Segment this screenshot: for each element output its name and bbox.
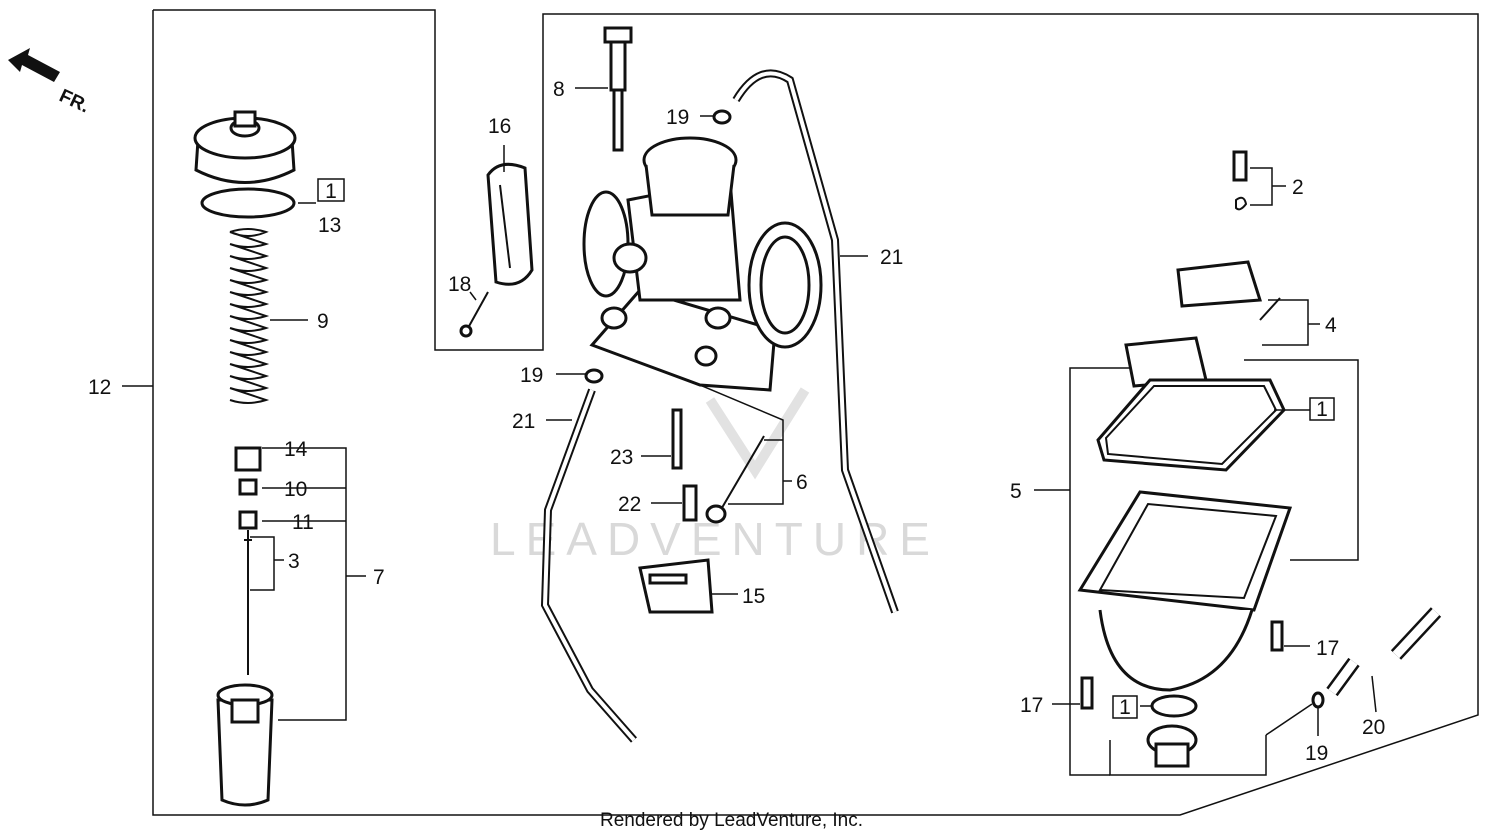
band-screw (459, 291, 489, 338)
throttle-valve-spring (229, 228, 270, 404)
callout-19-right: 19 (1305, 742, 1328, 765)
pilot-jet-22 (682, 484, 698, 522)
connecting-band (486, 162, 534, 286)
assembly-boundary-lines (152, 9, 1479, 816)
callout-line-18 (469, 291, 477, 301)
left-group-callout-lines (122, 202, 366, 721)
callout-17-right: 17 (1316, 637, 1339, 660)
callout-6: 6 (796, 471, 808, 494)
callout-11: 11 (292, 511, 314, 534)
callout-17-left: 17 (1020, 694, 1043, 717)
callout-14: 14 (284, 438, 308, 461)
callout-15: 15 (742, 585, 765, 608)
clip-19-left (584, 368, 604, 384)
needle-holder (234, 446, 262, 530)
float-chamber-5 (1077, 490, 1293, 692)
float-chamber-gasket (1096, 378, 1286, 472)
callout-16: 16 (488, 115, 511, 138)
callout-9: 9 (317, 310, 329, 333)
boxed-ref-gasket-label: 1 (1316, 398, 1328, 421)
boxed-ref-oring (1112, 695, 1138, 719)
credit-text: Rendered by LeadVenture, Inc. (600, 810, 863, 831)
top-cap (193, 110, 297, 184)
callout-23: 23 (610, 446, 633, 469)
callout-18: 18 (448, 273, 471, 296)
carburetor-body (582, 136, 823, 392)
callout-12: 12 (88, 376, 111, 399)
callout-19-top: 19 (666, 106, 689, 129)
callout-7: 7 (373, 566, 385, 589)
front-direction-arrow-icon (8, 48, 60, 82)
boxed-ref-gasket (1309, 397, 1335, 421)
callout-21-left: 21 (512, 410, 535, 433)
starter-plunger (603, 26, 633, 152)
drain-plug (1146, 724, 1198, 768)
throttle-stop-screw-6 (705, 435, 765, 524)
drain-tube-20 (1326, 607, 1442, 697)
callout-21-right: 21 (880, 246, 903, 269)
o-ring (1150, 694, 1198, 718)
right-group-callout-lines (1034, 167, 1377, 776)
clip-19-top (712, 109, 732, 125)
float-4 (1124, 260, 1281, 388)
callout-20: 20 (1362, 716, 1385, 739)
bolt-17-right (1270, 620, 1284, 652)
callout-8: 8 (553, 78, 565, 101)
watermark-logo (705, 387, 810, 480)
boxed-ref-oring-label: 1 (1119, 696, 1131, 719)
callout-13: 13 (318, 214, 341, 237)
callout-3: 3 (288, 550, 300, 573)
callout-2: 2 (1292, 176, 1304, 199)
callout-22: 22 (618, 493, 641, 516)
jet-needle (244, 530, 252, 675)
float-15 (638, 558, 714, 614)
callout-19-left: 19 (520, 364, 543, 387)
float-valve-2 (1232, 150, 1248, 211)
callout-4: 4 (1325, 314, 1337, 337)
throttle-valve (216, 683, 274, 807)
clip-19-right (1311, 691, 1325, 709)
body-callout-lines (546, 87, 868, 595)
boxed-ref-top-label: 1 (325, 180, 337, 203)
pilot-screw-23 (671, 408, 683, 470)
callout-10: 10 (284, 478, 307, 501)
boxed-ref-top (317, 178, 345, 202)
callout-5: 5 (1010, 480, 1022, 503)
bolt-17-left (1080, 676, 1094, 710)
cap-gasket (200, 187, 296, 219)
front-marker: FR. (56, 85, 93, 117)
